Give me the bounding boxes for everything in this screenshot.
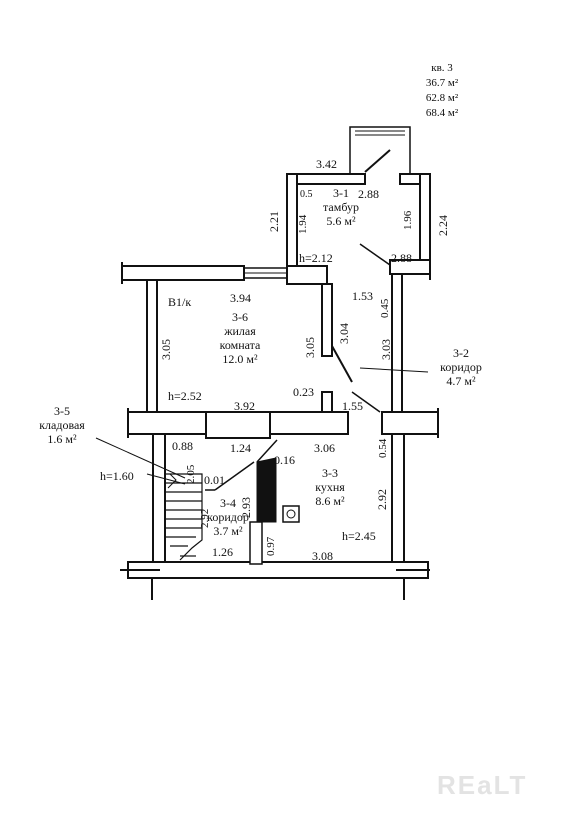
middle-wall-right [269, 411, 349, 435]
dim-label-vertical: 1.96 [402, 210, 414, 230]
apartment-number: кв. 3 [431, 62, 453, 74]
room-corridor-2: 3-2 коридор 4.7 м² [426, 346, 496, 388]
room-area: 1.6 м² [47, 432, 77, 446]
lower-wall-left [152, 433, 166, 575]
room-area: 5.6 м² [326, 214, 356, 228]
room-id: 3-3 [322, 466, 338, 480]
height-label: h=1.60 [100, 469, 134, 483]
walls [120, 126, 439, 600]
dim-label-vertical: 0.97 [265, 536, 277, 556]
middle-wall-end [381, 411, 439, 435]
dim-label-vertical: 2.92 [375, 489, 389, 510]
room-name: кухня [315, 480, 345, 494]
room-area: 8.6 м² [315, 494, 345, 508]
vestibule-wall-top [286, 173, 366, 185]
height-label: h=2.45 [342, 529, 376, 543]
dim-label: 1.24 [230, 441, 251, 455]
room-id: 3-2 [453, 346, 469, 360]
dim-label-vertical: 3.03 [379, 339, 393, 360]
dim-label: 3.08 [312, 549, 333, 563]
middle-wall-center [205, 411, 271, 439]
dim-label-vertical: 2.21 [267, 211, 281, 232]
room-kitchen: 3-3 кухня 8.6 м² [300, 466, 360, 508]
apartment-area-full: 68.4 м² [425, 107, 459, 119]
stairs [165, 473, 203, 561]
room-id: 3-1 [333, 186, 349, 200]
dim-label: 0.01 [204, 473, 225, 487]
dim-label-vertical: 3.05 [159, 339, 173, 360]
dim-label-vertical: 3.05 [303, 337, 317, 358]
dim-label: 2.88 [391, 251, 412, 265]
dim-label-vertical: 0.54 [377, 438, 389, 458]
dim-label: 1.53 [352, 289, 373, 303]
dim-label-vertical: 1.94 [297, 214, 309, 234]
height-label: h=2.52 [168, 389, 202, 403]
partition-vertical [321, 283, 333, 357]
watermark-logo: REaLT [437, 770, 528, 800]
living-room-wall-left [146, 279, 158, 413]
room-name: тамбур [323, 200, 359, 214]
dim-label-vertical: 2.92 [199, 508, 211, 528]
dim-label-vertical: 2.93 [239, 497, 253, 518]
dim-label-vertical: 2.05 [185, 464, 197, 484]
apartment-area-living: 36.7 м² [425, 77, 459, 89]
plan-code: В1/к [168, 295, 192, 309]
lower-wall-right [391, 433, 405, 575]
dim-label-vertical: 0.45 [379, 298, 391, 318]
dim-label: 0.23 [293, 385, 314, 399]
room-name: кладовая [39, 418, 85, 432]
dim-label-vertical: 2.24 [436, 215, 450, 236]
leader-lines [95, 367, 429, 485]
corridor-wall-right [391, 273, 403, 413]
room-storage: 3-5 кладовая 1.6 м² [26, 404, 98, 446]
stove-symbol [282, 505, 300, 523]
dim-label: 0.16 [274, 453, 295, 467]
height-label: h=2.12 [299, 251, 333, 265]
dim-label: 1.26 [212, 545, 233, 559]
dim-label: 0.5 [300, 189, 313, 200]
dim-label: 3.92 [234, 399, 255, 413]
dim-label: 3.06 [314, 441, 335, 455]
dim-label: 1.55 [342, 399, 363, 413]
middle-wall-left [127, 411, 207, 435]
room-vestibule: 3-1 тамбур 5.6 м² [306, 186, 376, 228]
dim-label: 0.88 [172, 439, 193, 453]
living-room-door [331, 345, 353, 383]
room-area: 3.7 м² [213, 524, 243, 538]
room-corridor-4: 3-4 коридор 3.7 м² [196, 496, 260, 538]
room-name: коридор [207, 510, 249, 524]
porch-outline [349, 126, 411, 174]
dim-label: 3.42 [316, 157, 337, 171]
top-wall-left [121, 265, 245, 281]
vestibule-wall-bottom-left [286, 265, 328, 285]
dim-label: 2.88 [358, 187, 379, 201]
vestibule-wall-right [419, 173, 431, 269]
apartment-area-total: 62.8 м² [425, 92, 459, 104]
dim-label: 3.94 [230, 291, 251, 305]
room-id: 3-4 [220, 496, 236, 510]
room-id: 3-5 [54, 404, 70, 418]
room-name: коридор [440, 360, 482, 374]
vestibule-door [364, 149, 391, 173]
room-id: 3-6 [232, 310, 248, 324]
room-living: 3-6 жилая комната 12.0 м² [200, 310, 280, 366]
room-area: 4.7 м² [446, 374, 476, 388]
dim-label-vertical: 3.04 [337, 323, 351, 344]
kitchen-chimney [256, 457, 277, 523]
room-name: жилая комната [219, 324, 261, 352]
bottom-wall [127, 561, 429, 579]
room-area: 12.0 м² [222, 352, 258, 366]
apartment-info: кв. 3 36.7 м² 62.8 м² 68.4 м² [412, 61, 472, 121]
